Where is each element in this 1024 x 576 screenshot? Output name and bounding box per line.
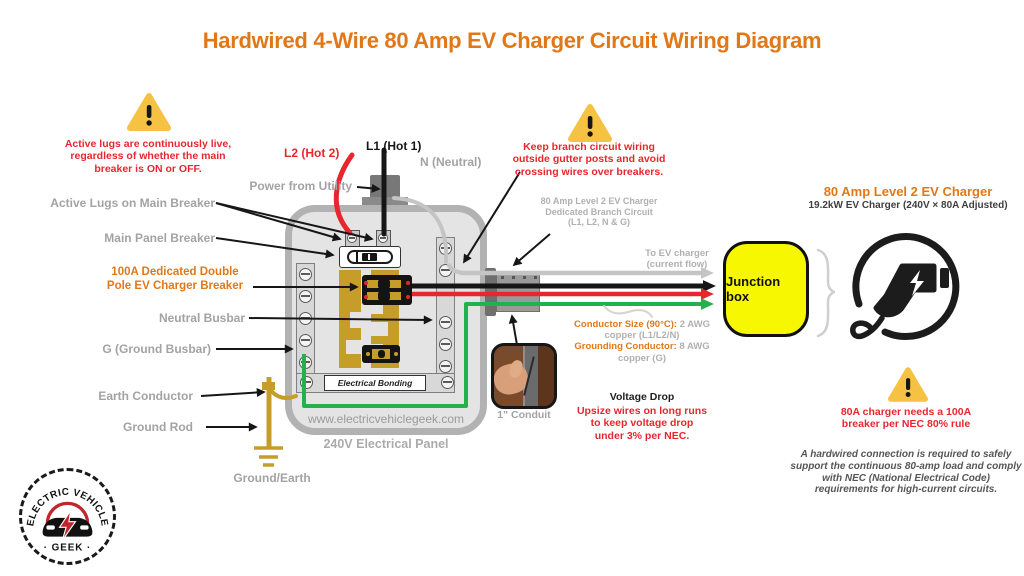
dedicated-circuit-text: 80 Amp Level 2 EV Charger Dedicated Bran… [540, 196, 658, 228]
screw-icon [299, 268, 312, 281]
screw-icon [299, 356, 312, 369]
car-headlight [80, 525, 89, 530]
breaker-indicator [364, 295, 368, 299]
junction-box-label: Junction box [726, 274, 781, 304]
screw-icon [439, 242, 452, 255]
conduit-photo [491, 343, 557, 409]
junction-box: Junction box [723, 241, 809, 337]
label-conduit: 1" Conduit [497, 409, 551, 421]
label-earth-conductor: Earth Conductor [98, 389, 193, 403]
warning-triangle-icon [568, 104, 612, 142]
main-breaker-bar [356, 252, 358, 262]
screw-icon [347, 233, 357, 243]
label-power-utility: Power from Utility [249, 179, 352, 193]
label-ground-rod: Ground Rod [123, 420, 193, 434]
website-text: www.electricvehiclegeek.com [307, 412, 465, 426]
label-ev-breaker: 100A Dedicated Double Pole EV Charger Br… [106, 266, 244, 292]
grounding-label: Grounding Conductor: [574, 341, 677, 353]
voltage-drop-title: Voltage Drop [609, 391, 675, 403]
arrow-earth-conductor [200, 387, 266, 397]
screw-icon [300, 376, 313, 389]
ground-rod-clamp [262, 382, 275, 390]
conductor-size-label: Conductor Size (90°C): [574, 319, 678, 330]
bonding-breaker-clip [378, 350, 385, 358]
screw-icon [299, 334, 312, 347]
electrical-bonding-label: Electrical Bonding [337, 378, 413, 388]
screw-icon [439, 360, 452, 373]
lugs-warning-text: Active lugs are continuously live, regar… [64, 138, 232, 175]
ev-breaker-clip [378, 279, 390, 289]
screw-icon [439, 264, 452, 277]
logo-graphic: ELECTRIC VEHICLE · GEEK · [25, 487, 109, 554]
car-headlight [46, 525, 55, 530]
logo-bottom-text: · GEEK · [44, 543, 91, 554]
hardwired-note: A hardwired connection is required to sa… [790, 449, 1022, 496]
label-ground-earth: Ground/Earth [233, 471, 311, 485]
page-title: Hardwired 4-Wire 80 Amp EV Charger Circu… [202, 28, 822, 53]
electric-vehicle-geek-badge: ELECTRIC VEHICLE · GEEK · [19, 468, 116, 565]
bonding-dot [394, 352, 398, 356]
breaker-indicator [406, 295, 410, 299]
label-neutral: N (Neutral) [420, 155, 482, 169]
arrow-dedicated-circuit [512, 233, 551, 267]
conduit-rivets [501, 276, 537, 279]
warning-triangle-icon [888, 367, 928, 402]
label-l1: L1 (Hot 1) [366, 139, 422, 153]
bonding-dot [366, 352, 370, 356]
conductor-size-value: 2 AWG copper (L1/L2/N) [604, 319, 710, 342]
charger-title: 80 Amp Level 2 EV Charger [823, 184, 993, 199]
main-breaker-toggle-slit [368, 254, 370, 260]
logo-roof-arc [45, 501, 90, 526]
lightning-bolt-icon [910, 270, 924, 296]
voltage-drop-note: Upsize wires on long runs to keep voltag… [576, 405, 708, 442]
screw-icon [439, 338, 452, 351]
ev-charger-plug-icon [850, 233, 960, 341]
charger-port [940, 268, 949, 288]
screw-icon [439, 316, 452, 329]
screw-icon [299, 290, 312, 303]
to-ev-charger-text: To EV charger (current flow) [645, 248, 709, 271]
label-ground-busbar: G (Ground Busbar) [102, 342, 211, 356]
label-neutral-busbar: Neutral Busbar [158, 311, 245, 325]
breaker-indicator [364, 281, 368, 285]
conduit-connector [485, 268, 496, 316]
busbar-notch [371, 322, 388, 336]
photo-background-dark [534, 346, 554, 406]
junction-brace [816, 248, 836, 338]
label-l2: L2 (Hot 2) [284, 146, 340, 160]
breaker-rule-warning: 80A charger needs a 100A breaker per NEC… [840, 406, 972, 431]
grounding-value: 8 AWG copper (G) [617, 341, 710, 364]
conductor-underbrace [603, 305, 653, 318]
breaker-indicator [406, 281, 410, 285]
panel-caption: 240V Electrical Panel [323, 437, 449, 451]
screw-icon [299, 312, 312, 325]
ev-breaker-clip [378, 291, 390, 301]
charger-subtitle: 19.2kW EV Charger (240V × 80A Adjusted) [808, 200, 1008, 211]
label-active-lugs: Active Lugs on Main Breaker [50, 196, 215, 210]
label-main-breaker: Main Panel Breaker [104, 231, 215, 245]
screw-icon [378, 233, 388, 243]
screw-icon [441, 376, 454, 389]
neutral-busbar-strip [436, 237, 455, 377]
utility-connector [370, 175, 400, 199]
busbar-notch [350, 312, 361, 328]
busbar-notch [346, 340, 361, 354]
conductor-size-text: Conductor Size (90°C): 2 AWG copper (L1/… [567, 319, 717, 364]
logo-lightning-bolt-icon [58, 510, 77, 541]
arrow-conduit-photo [508, 314, 518, 346]
warning-triangle-icon [127, 93, 171, 131]
branch-warning-text: Keep branch circuit wiring outside gutte… [512, 141, 666, 178]
